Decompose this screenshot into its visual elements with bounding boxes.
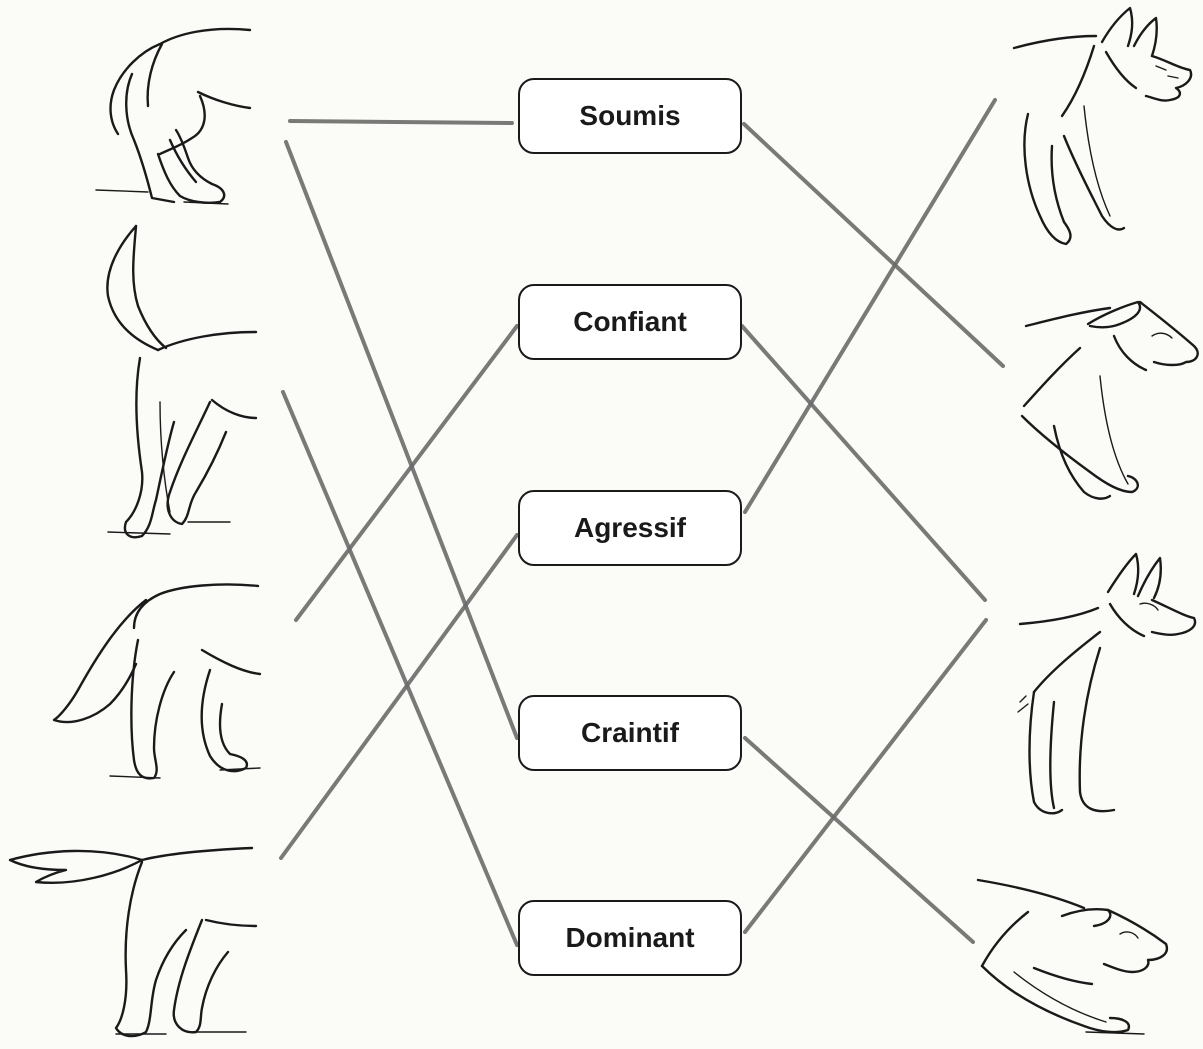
label-agressif[interactable]: Agressif [518, 490, 742, 566]
wolf-head-lowered-snarling-image [974, 872, 1174, 1044]
connection-line [284, 140, 519, 740]
connection-line [288, 119, 514, 125]
label-text-agressif: Agressif [573, 512, 687, 543]
label-dominant[interactable]: Dominant [518, 900, 742, 976]
wolf-tail-lowered-image [50, 580, 262, 790]
label-confiant[interactable]: Confiant [518, 284, 742, 360]
connection-line [279, 533, 519, 860]
connection-line [742, 122, 1005, 368]
label-text-confiant: Confiant [573, 306, 687, 337]
label-soumis[interactable]: Soumis [518, 78, 742, 154]
wolf-head-snarling-ears-up-image [1006, 6, 1198, 254]
wolf-tail-raised-image [100, 222, 260, 542]
connection-line [281, 390, 519, 947]
connection-line [743, 98, 997, 514]
label-text-craintif: Craintif [581, 717, 679, 748]
label-text-soumis: Soumis [579, 100, 681, 131]
wolf-tail-horizontal-image [6, 840, 258, 1040]
wolf-head-ears-back-image [1020, 296, 1202, 506]
label-text-dominant: Dominant [565, 922, 695, 953]
connection-line [740, 324, 987, 602]
wolf-head-ears-up-calm-image [1014, 552, 1200, 822]
label-craintif[interactable]: Craintif [518, 695, 742, 771]
connection-line [743, 618, 988, 934]
connection-line [294, 324, 519, 622]
connection-line [743, 736, 975, 944]
wolf-tail-tucked-image [88, 22, 258, 212]
